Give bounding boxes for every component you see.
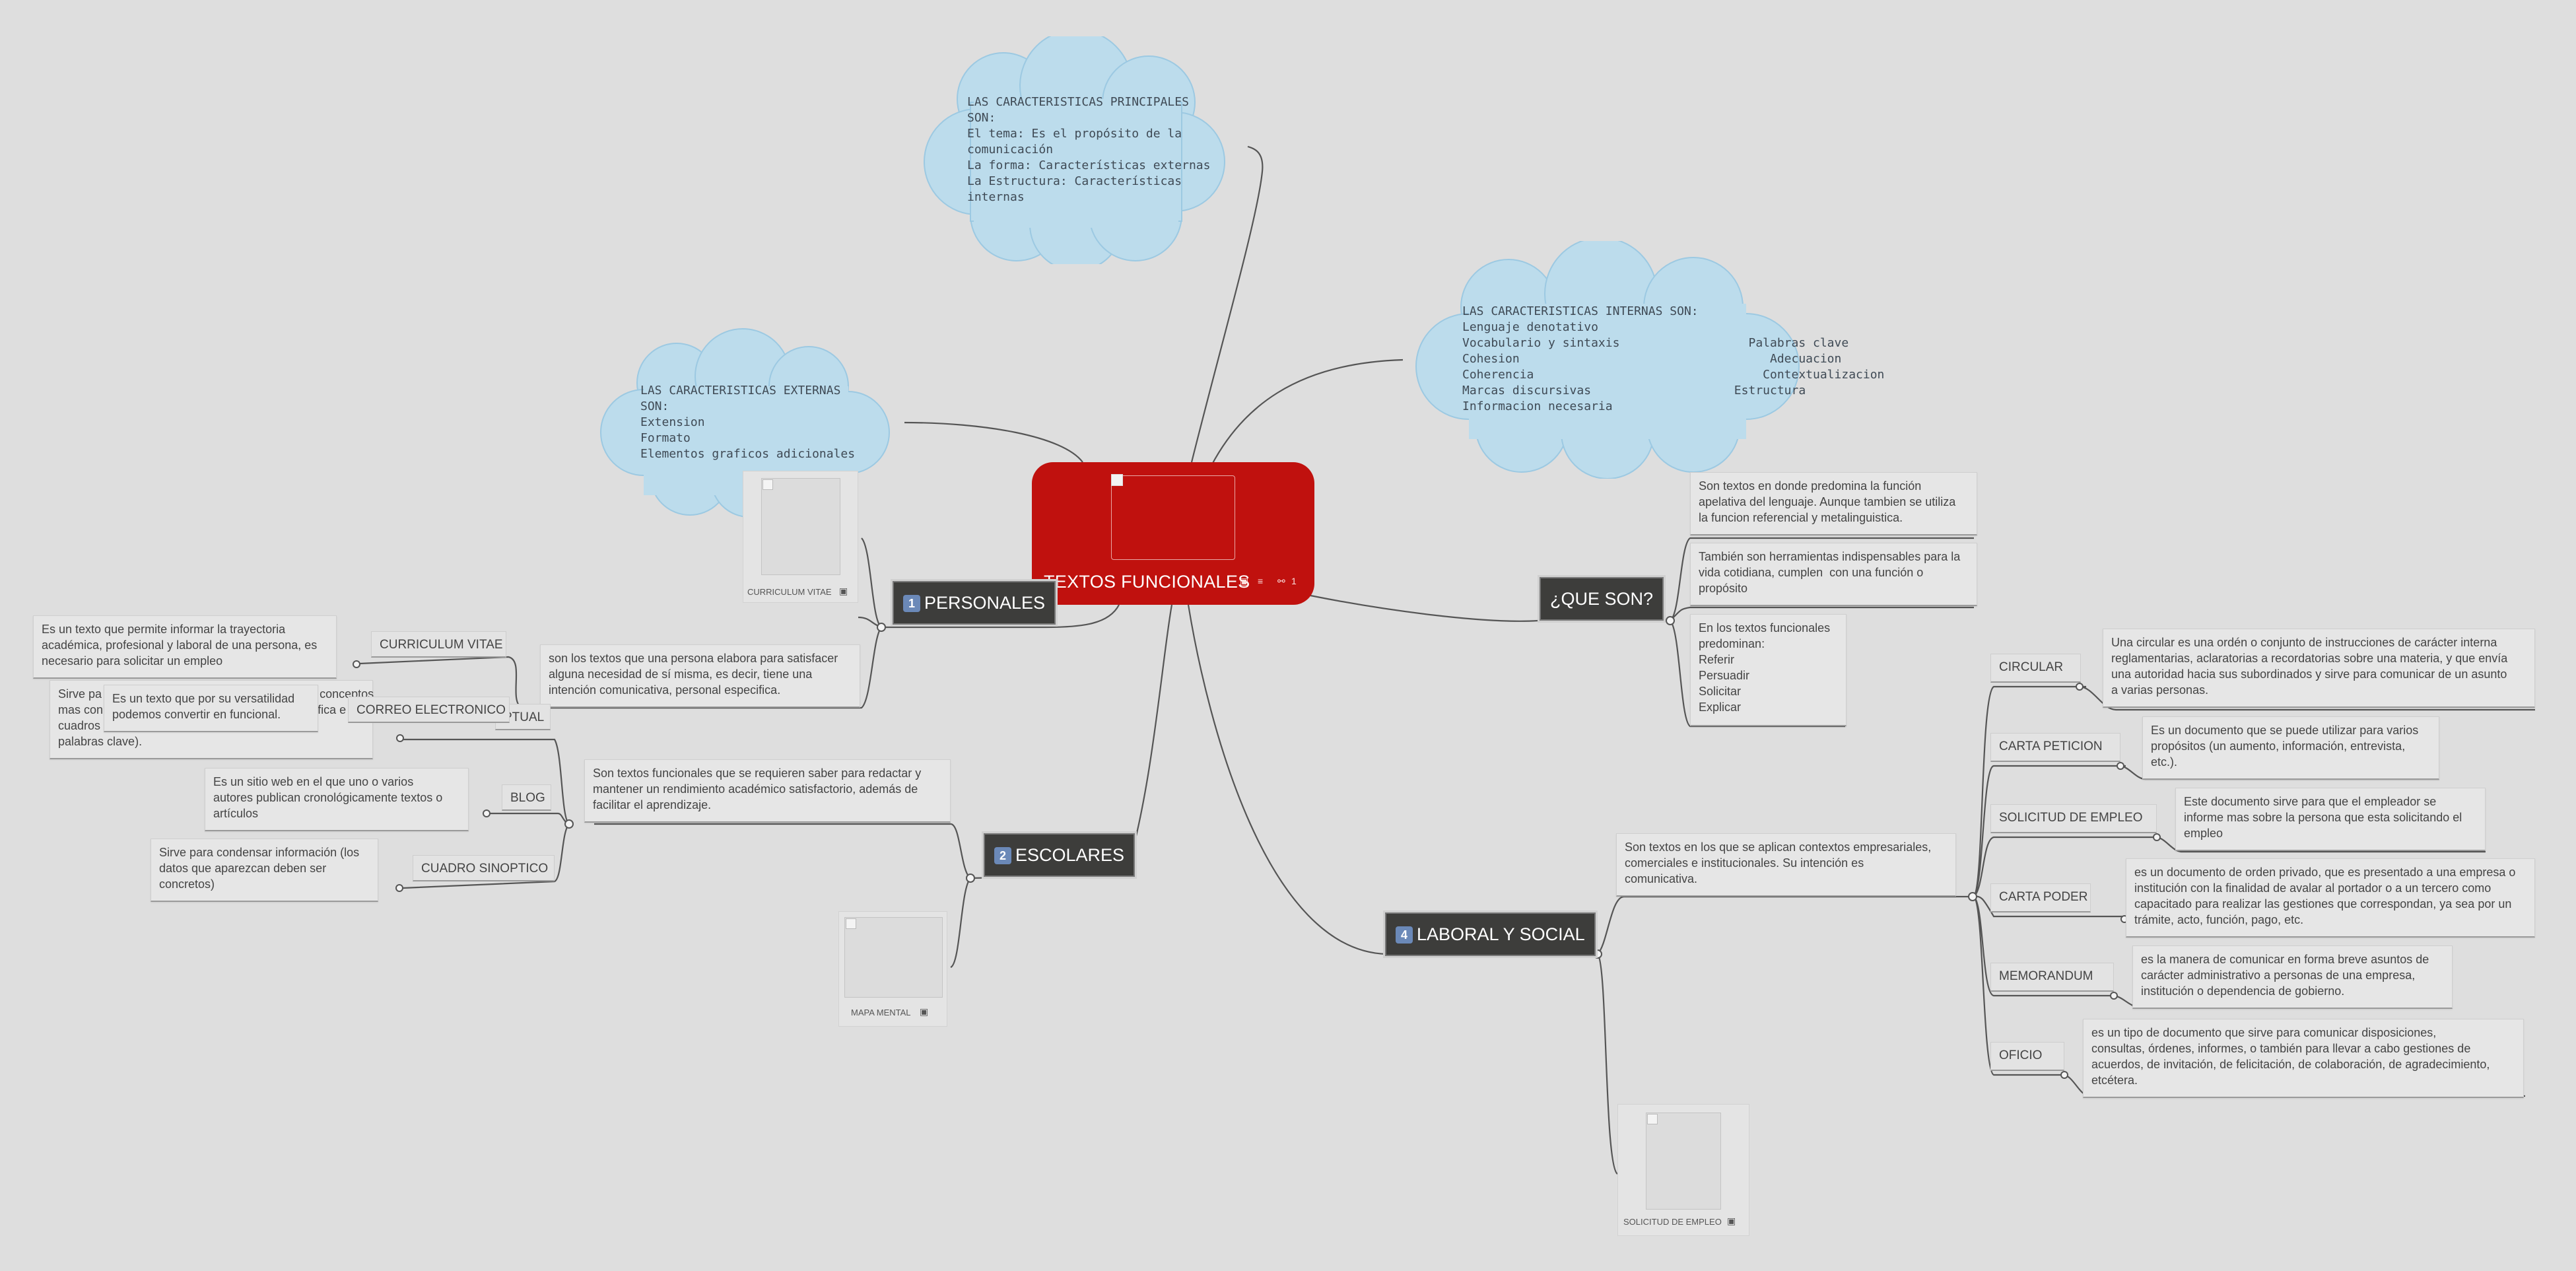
note-oficio[interactable]: es un tipo de documento que sirve para c… [2083, 1019, 2524, 1098]
note-carta-poder[interactable]: es un documento de orden privado, que es… [2126, 858, 2535, 938]
que-son-note-3[interactable]: En los textos funcionales predominan: Re… [1690, 614, 1847, 726]
link-escolares-fan [594, 823, 971, 969]
note-curriculum-vitae[interactable]: Es un texto que permite informar la tray… [33, 615, 337, 679]
note-carta-peticion[interactable]: Es un documento que se puede utilizar pa… [2142, 716, 2439, 780]
label-carta-poder[interactable]: CARTA PODER [1990, 883, 2091, 912]
link-externas [904, 421, 1083, 463]
central-image-placeholder[interactable] [1111, 475, 1235, 560]
central-topic-title: TEXTOS FUNCIONALES [1044, 572, 1250, 592]
topic-laboral-title: LABORAL Y SOCIAL [1417, 924, 1585, 944]
que-son-note-1[interactable]: Son textos en donde predomina la función… [1690, 472, 1977, 535]
note-memorandum[interactable]: es la manera de comunicar en forma breve… [2132, 945, 2453, 1009]
image-caption: SOLICITUD DE EMPLEO [1623, 1217, 1722, 1227]
que-son-note-2[interactable]: También son herramientas indispensables … [1690, 543, 1977, 606]
cloud-principales-text: LAS CARACTERISTICAS PRINCIPALES SON: El … [967, 95, 1211, 204]
cloud-externas-text: LAS CARACTERISTICAS EXTERNAS SON: Extens… [640, 384, 856, 461]
image-placeholder [1646, 1113, 1721, 1210]
escolares-description[interactable]: Son textos funcionales que se requieren … [584, 759, 951, 823]
link-principales [1190, 145, 1264, 463]
note-circular[interactable]: Una circular es una ordén o conjunto de … [2103, 629, 2535, 708]
image-caption: CURRICULUM VITAE [747, 587, 832, 597]
image-icon: ▣ [839, 586, 848, 596]
cloud-shape [1415, 241, 1800, 479]
personales-description[interactable]: son los textos que una persona elabora p… [540, 644, 860, 708]
image-caption: MAPA MENTAL [851, 1008, 911, 1017]
topic-que-son-title: ¿QUE SON? [1550, 589, 1654, 609]
link-personales [881, 604, 1120, 629]
number-badge: 1 [903, 595, 920, 612]
image-card-mapa-mental[interactable]: MAPA MENTAL ▣ [838, 911, 947, 1027]
image-card-curriculum[interactable]: CURRICULUM VITAE ▣ [743, 471, 858, 603]
laboral-description[interactable]: Son textos en los que se aplican context… [1616, 833, 1956, 897]
image-placeholder [844, 917, 943, 998]
cloud-externas[interactable]: LAS CARACTERISTICAS EXTERNAS SON: Extens… [591, 327, 895, 518]
link-laboral-items [1973, 685, 2159, 1076]
cloud-shape [924, 36, 1225, 264]
topic-personales-title: PERSONALES [924, 593, 1046, 613]
note-blog[interactable]: Es un sitio web en el que uno o varios a… [205, 768, 469, 831]
note-correo-electronico[interactable]: Es un texto que por su versatilidad pode… [104, 685, 318, 732]
broken-image-icon [763, 479, 773, 490]
note-cuadro-sinoptico[interactable]: Sirve para condensar información (los da… [151, 839, 378, 902]
label-carta-peticion[interactable]: CARTA PETICION [1990, 733, 2120, 762]
image-placeholder [761, 478, 840, 575]
number-badge: 4 [1396, 926, 1413, 944]
label-curriculum-vitae[interactable]: CURRICULUM VITAE [371, 631, 506, 658]
broken-image-icon [846, 918, 856, 929]
link-internas [1211, 359, 1404, 466]
notes-icon[interactable]: ≡ [1258, 576, 1264, 586]
topic-que-son[interactable]: ¿QUE SON? [1540, 577, 1664, 621]
broken-image-icon [1111, 474, 1123, 486]
topic-escolares-title: ESCOLARES [1015, 845, 1125, 865]
label-circular[interactable]: CIRCULAR [1990, 654, 2081, 683]
image-card-solicitud-empleo[interactable]: SOLICITUD DE EMPLEO ▣ [1617, 1104, 1749, 1236]
label-blog[interactable]: BLOG [502, 784, 551, 811]
link-count: 1 [1291, 576, 1297, 586]
broken-image-icon [1647, 1114, 1658, 1124]
number-badge: 2 [994, 847, 1011, 864]
link-que-son [1310, 594, 1670, 622]
note-solicitud-empleo[interactable]: Este documento sirve para que el emplead… [2175, 788, 2486, 851]
link-laboral [1187, 604, 1598, 955]
link-laboral-fan [1597, 895, 1971, 1175]
cloud-internas-text: LAS CARACTERISTICAS INTERNAS SON: Lengua… [1462, 304, 1885, 413]
image-icon[interactable]: ▣ [1240, 576, 1249, 586]
label-cuadro-sinoptico[interactable]: CUADRO SINOPTICO [413, 855, 555, 881]
label-memorandum[interactable]: MEMORANDUM [1990, 963, 2114, 992]
label-correo-electronico[interactable]: CORREO ELECTRONICO [348, 697, 510, 723]
image-icon: ▣ [920, 1006, 929, 1017]
cloud-internas[interactable]: LAS CARACTERISTICAS INTERNAS SON: Lengua… [1403, 241, 1884, 479]
image-icon: ▣ [1727, 1216, 1736, 1226]
link-icon[interactable]: ⚯ [1277, 576, 1285, 586]
central-topic[interactable]: TEXTOS FUNCIONALES ▣ ≡ ⚯ 1 [1032, 462, 1314, 605]
label-solicitud-empleo[interactable]: SOLICITUD DE EMPLEO [1990, 804, 2157, 833]
label-oficio[interactable]: OFICIO [1990, 1042, 2064, 1071]
cloud-shape [600, 328, 890, 518]
cloud-principales[interactable]: LAS CARACTERISTICAS PRINCIPALES SON: El … [904, 36, 1248, 264]
